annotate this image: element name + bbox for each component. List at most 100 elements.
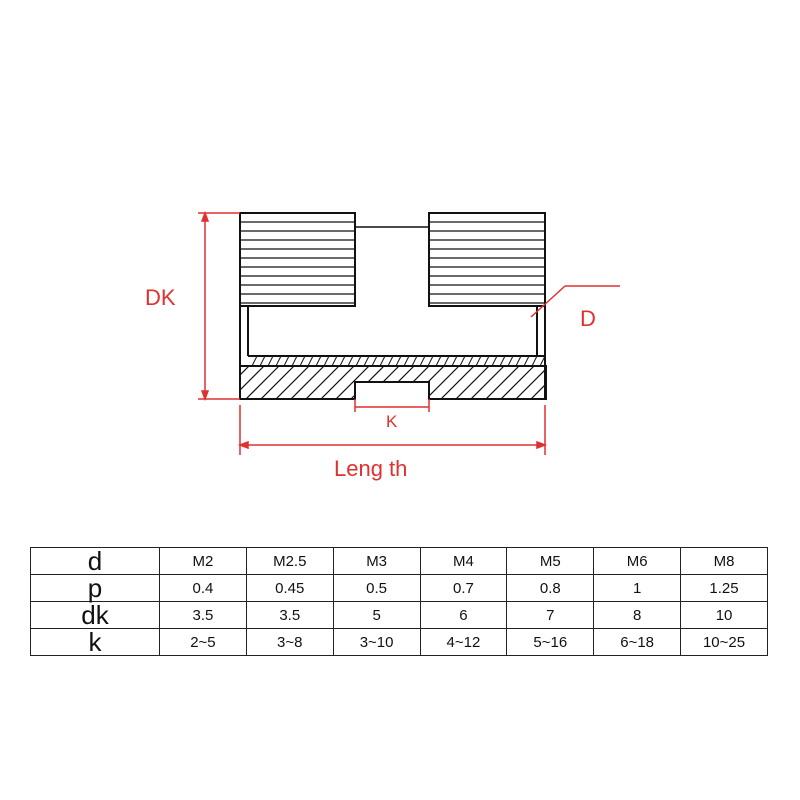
thread-tick — [419, 355, 426, 367]
insert-nut-drawing: DK D K Leng th — [145, 210, 624, 481]
thread-tick — [491, 355, 498, 367]
hatch-line — [439, 366, 475, 399]
d-label: D — [580, 306, 596, 331]
thread-tick — [283, 355, 290, 367]
hatch-line — [454, 366, 490, 399]
thread-tick — [395, 355, 402, 367]
table-cell: 0.8 — [506, 574, 595, 602]
thread-tick — [427, 355, 434, 367]
hatch-line — [424, 366, 460, 399]
hatch-line — [544, 366, 546, 399]
table-cell: M8 — [680, 547, 768, 575]
hatch-line — [590, 366, 624, 400]
thread-tick — [387, 355, 394, 367]
table-cell: M6 — [593, 547, 682, 575]
hatch-line — [244, 366, 280, 399]
dk-dimension — [198, 210, 240, 402]
thread-tick — [291, 355, 298, 367]
thread-tick — [275, 355, 282, 367]
table-cell: M2 — [159, 547, 247, 575]
row-label: k — [30, 628, 160, 656]
thread-tick — [403, 355, 410, 367]
hatch-line — [319, 366, 355, 399]
hatch-line — [274, 366, 310, 399]
thread-tick — [451, 355, 458, 367]
thread-tick — [483, 355, 490, 367]
table-cell: 5~16 — [506, 628, 595, 656]
row-label: d — [30, 547, 160, 575]
table-cell: 0.5 — [332, 574, 421, 602]
thread-tick — [499, 355, 506, 367]
thread-tick — [363, 355, 370, 367]
thread-tick — [347, 355, 354, 367]
table-cell: 1 — [593, 574, 682, 602]
hatch-line — [240, 366, 250, 399]
left-knurl-head — [239, 212, 356, 307]
length-dimension — [237, 405, 548, 455]
table-cell: 1.25 — [680, 574, 768, 602]
thread-tick — [467, 355, 474, 367]
thread-tick — [435, 355, 442, 367]
table-cell: 3.5 — [159, 601, 247, 629]
thread-tick — [515, 355, 522, 367]
thread-tick — [371, 355, 378, 367]
thread-tick — [411, 355, 418, 367]
hatch-line — [259, 366, 295, 399]
d-leader — [530, 285, 620, 318]
hatch-line — [499, 366, 535, 399]
thread-tick — [251, 355, 258, 367]
thread-tick — [355, 355, 362, 367]
thread-tick — [379, 355, 386, 367]
dk-label: DK — [145, 285, 176, 310]
row-label: dk — [30, 601, 160, 629]
thread-strip — [240, 355, 546, 367]
thread-tick — [339, 355, 346, 367]
hatch-line — [289, 366, 325, 399]
hatch-line — [240, 366, 265, 399]
table-cell: M3 — [332, 547, 421, 575]
table-cell: 3~10 — [332, 628, 421, 656]
thread-tick — [267, 355, 274, 367]
table-cell: 0.7 — [419, 574, 508, 602]
hatch-line — [334, 366, 370, 399]
thread-tick — [299, 355, 306, 367]
table-cell: 3.5 — [245, 601, 334, 629]
table-cell: 7 — [506, 601, 595, 629]
thread-tick — [315, 355, 322, 367]
table-cell: 8 — [593, 601, 682, 629]
table-cell: 3~8 — [245, 628, 334, 656]
table-cell: 6 — [419, 601, 508, 629]
length-label: Leng th — [334, 456, 407, 481]
thread-tick — [331, 355, 338, 367]
hatch-line — [575, 366, 609, 400]
table-cell: M4 — [419, 547, 508, 575]
row-label: p — [30, 574, 160, 602]
table-cell: 0.4 — [159, 574, 247, 602]
thread-tick — [475, 355, 482, 367]
thread-tick — [443, 355, 450, 367]
thread-tick — [459, 355, 466, 367]
table-cell: 0.45 — [245, 574, 334, 602]
right-knurl-head — [428, 212, 546, 307]
hatch-line — [304, 366, 340, 399]
thread-tick — [539, 355, 546, 367]
thread-tick — [307, 355, 314, 367]
thread-tick — [531, 355, 538, 367]
hatch-line — [529, 366, 546, 399]
table-cell: M2.5 — [245, 547, 334, 575]
thread-tick — [523, 355, 530, 367]
hatch-line — [514, 366, 546, 399]
table-cell: 6~18 — [593, 628, 682, 656]
hatch-line — [560, 366, 594, 400]
k-label: K — [386, 412, 398, 431]
thread-tick — [259, 355, 266, 367]
k-dimension — [354, 399, 430, 412]
table-cell: 4~12 — [419, 628, 508, 656]
thread-tick — [323, 355, 330, 367]
hatch-line — [469, 366, 505, 399]
table-cell: M5 — [506, 547, 595, 575]
